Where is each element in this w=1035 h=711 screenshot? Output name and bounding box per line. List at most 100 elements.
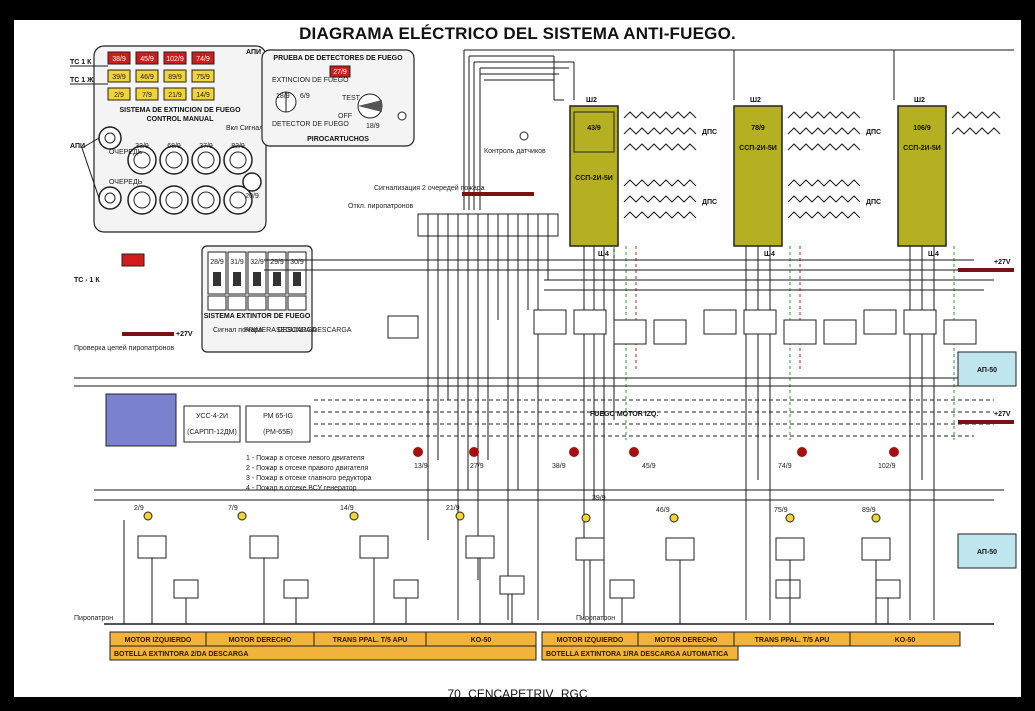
bar-motor-izq-l: MOTOR IZQUIERDO [125, 637, 192, 644]
test-label: TEST [342, 95, 361, 102]
ssp2-id: 78/9 [751, 125, 765, 132]
test-panel-title: PRUEBA DE DETECTORES DE FUEGO [273, 55, 403, 62]
knob-68-9: 68/9 [167, 143, 181, 150]
row-b-label: ОЧЕРЕДЬ [109, 179, 143, 186]
col-primera: PRIMERA DESCARGA [244, 327, 317, 334]
lamp-46-9: 46/9 [140, 74, 154, 81]
relay-label-89-9: 89/9 [862, 507, 876, 514]
extincion-label: EXTINCION DE FUEGO [272, 77, 349, 84]
sensor-unit-2: 78/9 ССП-2И-5И Ш2 Ш4 [733, 97, 783, 258]
indicator-lamps: 2/9 7/9 14/9 21/9 39/9 46/9 75/9 89/9 [134, 495, 881, 523]
fire-extinction-control-panel: 38/9 45/9 102/9 74/9 39/9 46/9 89/9 75/9… [70, 45, 289, 233]
signalization-bus: Сигнализация 2 очередей пожара Откл. пир… [348, 184, 559, 237]
api-side-label: АПИ [246, 49, 261, 56]
row-label-tc1k: ТС 1 К [70, 59, 92, 66]
unit-uss: УСС-4-2И [196, 413, 228, 420]
lamp-label-45-9: 45/9 [642, 463, 656, 470]
relay-label-39-9: 39/9 [592, 495, 606, 502]
knob-20-9: 20/9 [245, 193, 259, 200]
unit-ap50-a: АП-50 [977, 367, 997, 374]
bottom-bars-right: MOTOR IZQUIERDO MOTOR DERECHO TRANS PPAL… [541, 631, 961, 661]
bar-ko50-l: KO-50 [471, 637, 492, 644]
lamp-label-102-9: 102/9 [878, 463, 896, 470]
top-wiring: Контроль датчиков [463, 49, 1014, 210]
extinction-knobs: 33/9 68/9 37/9 82/9 20/9 [98, 126, 262, 215]
legend-line-1: 1 - Пожар в отсеке левого двигателя [246, 455, 365, 462]
lamp-75-9: 75/9 [196, 74, 210, 81]
ssp1-label: ССП-2И-5И [575, 175, 613, 182]
relay-label-7-9: 7/9 [228, 505, 238, 512]
ssp1-id: 43/9 [587, 125, 601, 132]
dps-label-2: ДПС [702, 199, 717, 206]
lamp-45-9: 45/9 [140, 56, 154, 63]
lamp-74-9: 74/9 [196, 56, 210, 63]
vertical-harness [427, 236, 955, 620]
row-a-label: ОЧЕРЕДЬ [109, 149, 143, 156]
lower-relays [137, 535, 901, 599]
detector-groups: ДПС ДПС ДПС ДПС [623, 111, 1001, 219]
switch-31-9: 31/9 [230, 259, 244, 266]
unit-ap50-b: АП-50 [977, 549, 997, 556]
fire-signal-label: Вкл Сигнал пожара [226, 125, 289, 132]
knob-82-9: 82/9 [231, 143, 245, 150]
bar-trans-l: TRANS PPAL. T/5 APU [333, 637, 408, 644]
page-footer: 70 CENCAPETRIV RGC [447, 687, 588, 697]
unit-sarpp: (САРПП-12ДМ) [187, 429, 237, 436]
switch-28-9: 28/9 [210, 259, 224, 266]
switch-30-9: 30/9 [290, 259, 304, 266]
pirocartuchos-label: PIROCARTUCHOS [307, 136, 369, 143]
sensor-unit-3: 106/9 ССП-2И-5И Ш2 Ш4 [897, 97, 947, 258]
lamp-38-9: 38/9 [112, 56, 126, 63]
schematic-canvas: 38/9 45/9 102/9 74/9 39/9 46/9 89/9 75/9… [70, 45, 1017, 661]
unit-rm65b: (РМ-65Б) [263, 429, 293, 436]
relay-label-75-9: 75/9 [774, 507, 788, 514]
panel-title: SISTEMA DE EXTINCION DE FUEGO [119, 107, 241, 114]
col-signal: Сигнал пожара [213, 327, 262, 334]
diagram-sheet: DIAGRAMA ELÉCTRICO DEL SISTEMA ANTI-FUEG… [14, 20, 1021, 697]
bar-motor-der-r: MOTOR DERECHO [655, 637, 718, 644]
legend-line-2: 2 - Пожар в отсеке правого двигателя [246, 465, 368, 472]
unit-rm: РМ 65-IG [263, 413, 293, 420]
ssp3-id: 106/9 [913, 125, 931, 132]
relay-label-2-9: 2/9 [134, 505, 144, 512]
bottom-bars-left: MOTOR IZQUIERDO MOTOR DERECHO TRANS PPAL… [109, 631, 537, 661]
relay-row-middle [387, 309, 977, 345]
dps-label-1: ДПС [702, 129, 717, 136]
lamp-102-9: 102/9 [166, 56, 184, 63]
left-units: УСС-4-2И (САРПП-12ДМ) РМ 65-IG (РМ-65Б) … [105, 393, 372, 492]
switch-29-9: 29/9 [270, 259, 284, 266]
ssp1-w2: Ш2 [586, 97, 597, 104]
legend-line-3: 3 - Пожар в отсеке главного редуктора [246, 475, 372, 482]
lamp-label-13-9: 13/9 [414, 463, 428, 470]
extintor-panel-title: SISTEMA EXTINTOR DE FUEGO [204, 313, 311, 320]
ssp3-w2: Ш2 [914, 97, 925, 104]
v27-label-b: +27V [994, 259, 1011, 266]
dps-label-4: ДПС [866, 199, 881, 206]
switch-6-9: 6/9 [300, 93, 310, 100]
lamp-label-74-9: 74/9 [778, 463, 792, 470]
relay-label-14-9: 14/9 [340, 505, 354, 512]
horizontal-buses [74, 259, 1004, 501]
bar-botella-1ra: BOTELLA EXTINTORA 1/RA DESCARGA AUTOMATI… [546, 651, 728, 658]
off-label: OFF [338, 113, 352, 120]
switch-18-9: 18/9 [276, 93, 290, 100]
detector-test-panel: PRUEBA DE DETECTORES DE FUEGO 27/9 EXTIN… [246, 49, 415, 147]
relay-label-46-9: 46/9 [656, 507, 670, 514]
ops-fire-label: Откл. пиропатронов [348, 203, 414, 210]
sensor-unit-1: 43/9 ССП-2И-5И Ш2 Ш4 [569, 97, 619, 258]
bar-motor-izq-r: MOTOR IZQUIERDO [557, 637, 624, 644]
lamp-label-38-9: 38/9 [552, 463, 566, 470]
switch-32-9: 32/9 [250, 259, 264, 266]
control-label: Контроль датчиков [484, 148, 546, 155]
diagram-title: DIAGRAMA ELÉCTRICO DEL SISTEMA ANTI-FUEG… [299, 24, 736, 43]
bar-leads: Пиропатрон Пиропатрон [74, 520, 994, 625]
v27-label-c: +27V [994, 411, 1011, 418]
bar-botella-2da: BOTELLA EXTINTORA 2/DA DESCARGA [114, 651, 248, 658]
ssp3-label: ССП-2И-5И [903, 145, 941, 152]
ssp2-label: ССП-2И-5И [739, 145, 777, 152]
bar-motor-der-l: MOTOR DERECHO [229, 637, 292, 644]
extintor-switch-panel: 28/9 31/9 32/9 29/9 30/9 SISTEMA EXTINTO… [74, 245, 352, 353]
pyro-left-label: Пиропатрон [74, 615, 113, 622]
knob-37-9: 37/9 [199, 143, 213, 150]
